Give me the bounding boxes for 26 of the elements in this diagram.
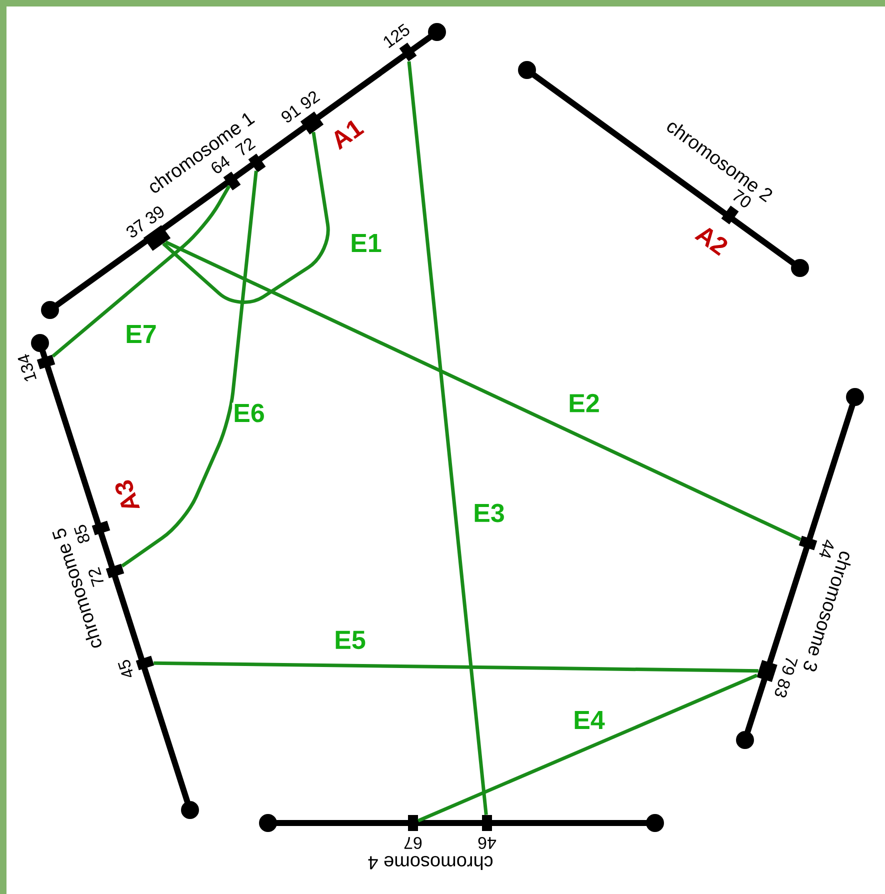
region-label: A1: [334, 120, 364, 150]
position-label: 79 83: [774, 658, 798, 698]
edge-label: E3: [472, 502, 506, 524]
position-label: 45: [118, 660, 133, 678]
connector-line: [164, 240, 802, 542]
connector-line: [154, 661, 758, 673]
connector-line: [121, 170, 258, 568]
connector-line: [52, 185, 231, 358]
region-label: A2: [694, 228, 728, 256]
edge-label: E1: [349, 233, 383, 253]
edge-label: E5: [333, 630, 367, 650]
position-label: 134: [18, 354, 37, 382]
position-label: 125: [384, 24, 410, 48]
position-label: 46: [478, 836, 496, 850]
position-label: 67: [404, 836, 422, 850]
edge-label: E2: [567, 392, 601, 414]
edge-label: E7: [124, 324, 158, 344]
connector-line: [407, 61, 488, 815]
position-label: 37 39: [126, 206, 164, 238]
edge-label: E4: [572, 710, 606, 730]
position-label: 85: [74, 524, 90, 544]
chromosome-label: chromosome 4: [368, 856, 493, 870]
edge-label: E6: [232, 402, 266, 424]
connector-line: [162, 132, 330, 304]
region-label: A3: [115, 480, 140, 508]
connector-line: [418, 674, 758, 822]
